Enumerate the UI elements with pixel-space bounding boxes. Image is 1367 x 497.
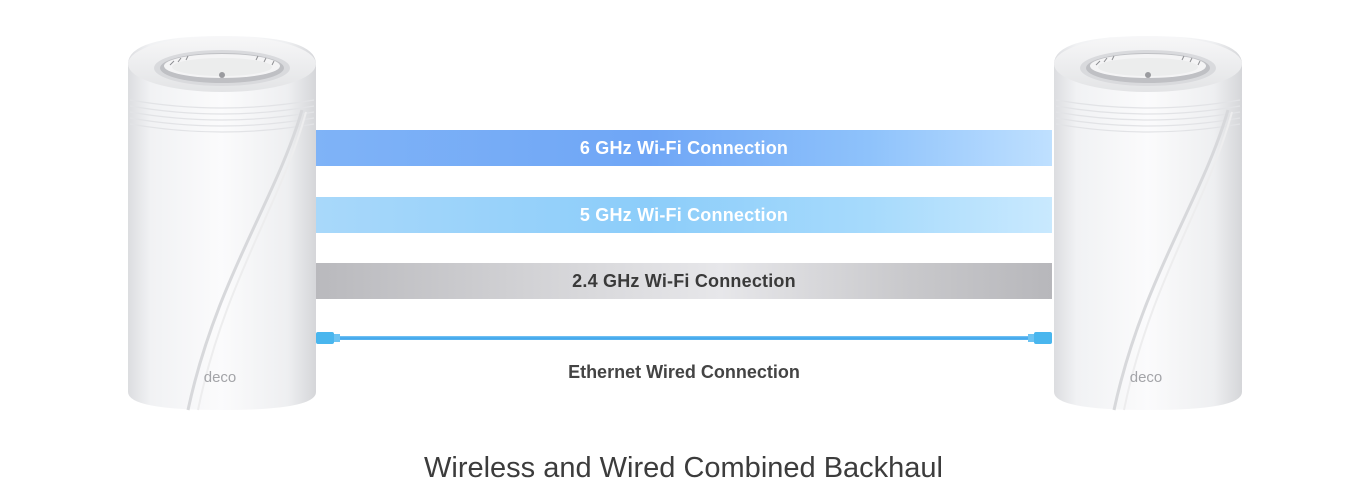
deco-router-left: deco bbox=[126, 30, 318, 412]
band-5ghz-label: 5 GHz Wi-Fi Connection bbox=[579, 204, 789, 225]
ethernet-plug-left-icon bbox=[316, 332, 334, 344]
ethernet-plug-right-icon bbox=[1034, 332, 1052, 344]
ethernet-cable bbox=[316, 328, 1052, 348]
deco-router-right: deco bbox=[1052, 30, 1244, 412]
band-6ghz-label: 6 GHz Wi-Fi Connection bbox=[579, 137, 789, 158]
band-6ghz: 6 GHz Wi-Fi Connection bbox=[316, 130, 1052, 166]
deco-logo-right: deco bbox=[1130, 369, 1163, 386]
band-5ghz: 5 GHz Wi-Fi Connection bbox=[316, 197, 1052, 233]
deco-logo-left: deco bbox=[204, 369, 237, 386]
band-24ghz: 2.4 GHz Wi-Fi Connection bbox=[316, 263, 1052, 299]
diagram-caption: Wireless and Wired Combined Backhaul bbox=[424, 452, 943, 484]
ethernet-label: Ethernet Wired Connection bbox=[568, 362, 800, 382]
band-24ghz-label: 2.4 GHz Wi-Fi Connection bbox=[572, 270, 796, 291]
